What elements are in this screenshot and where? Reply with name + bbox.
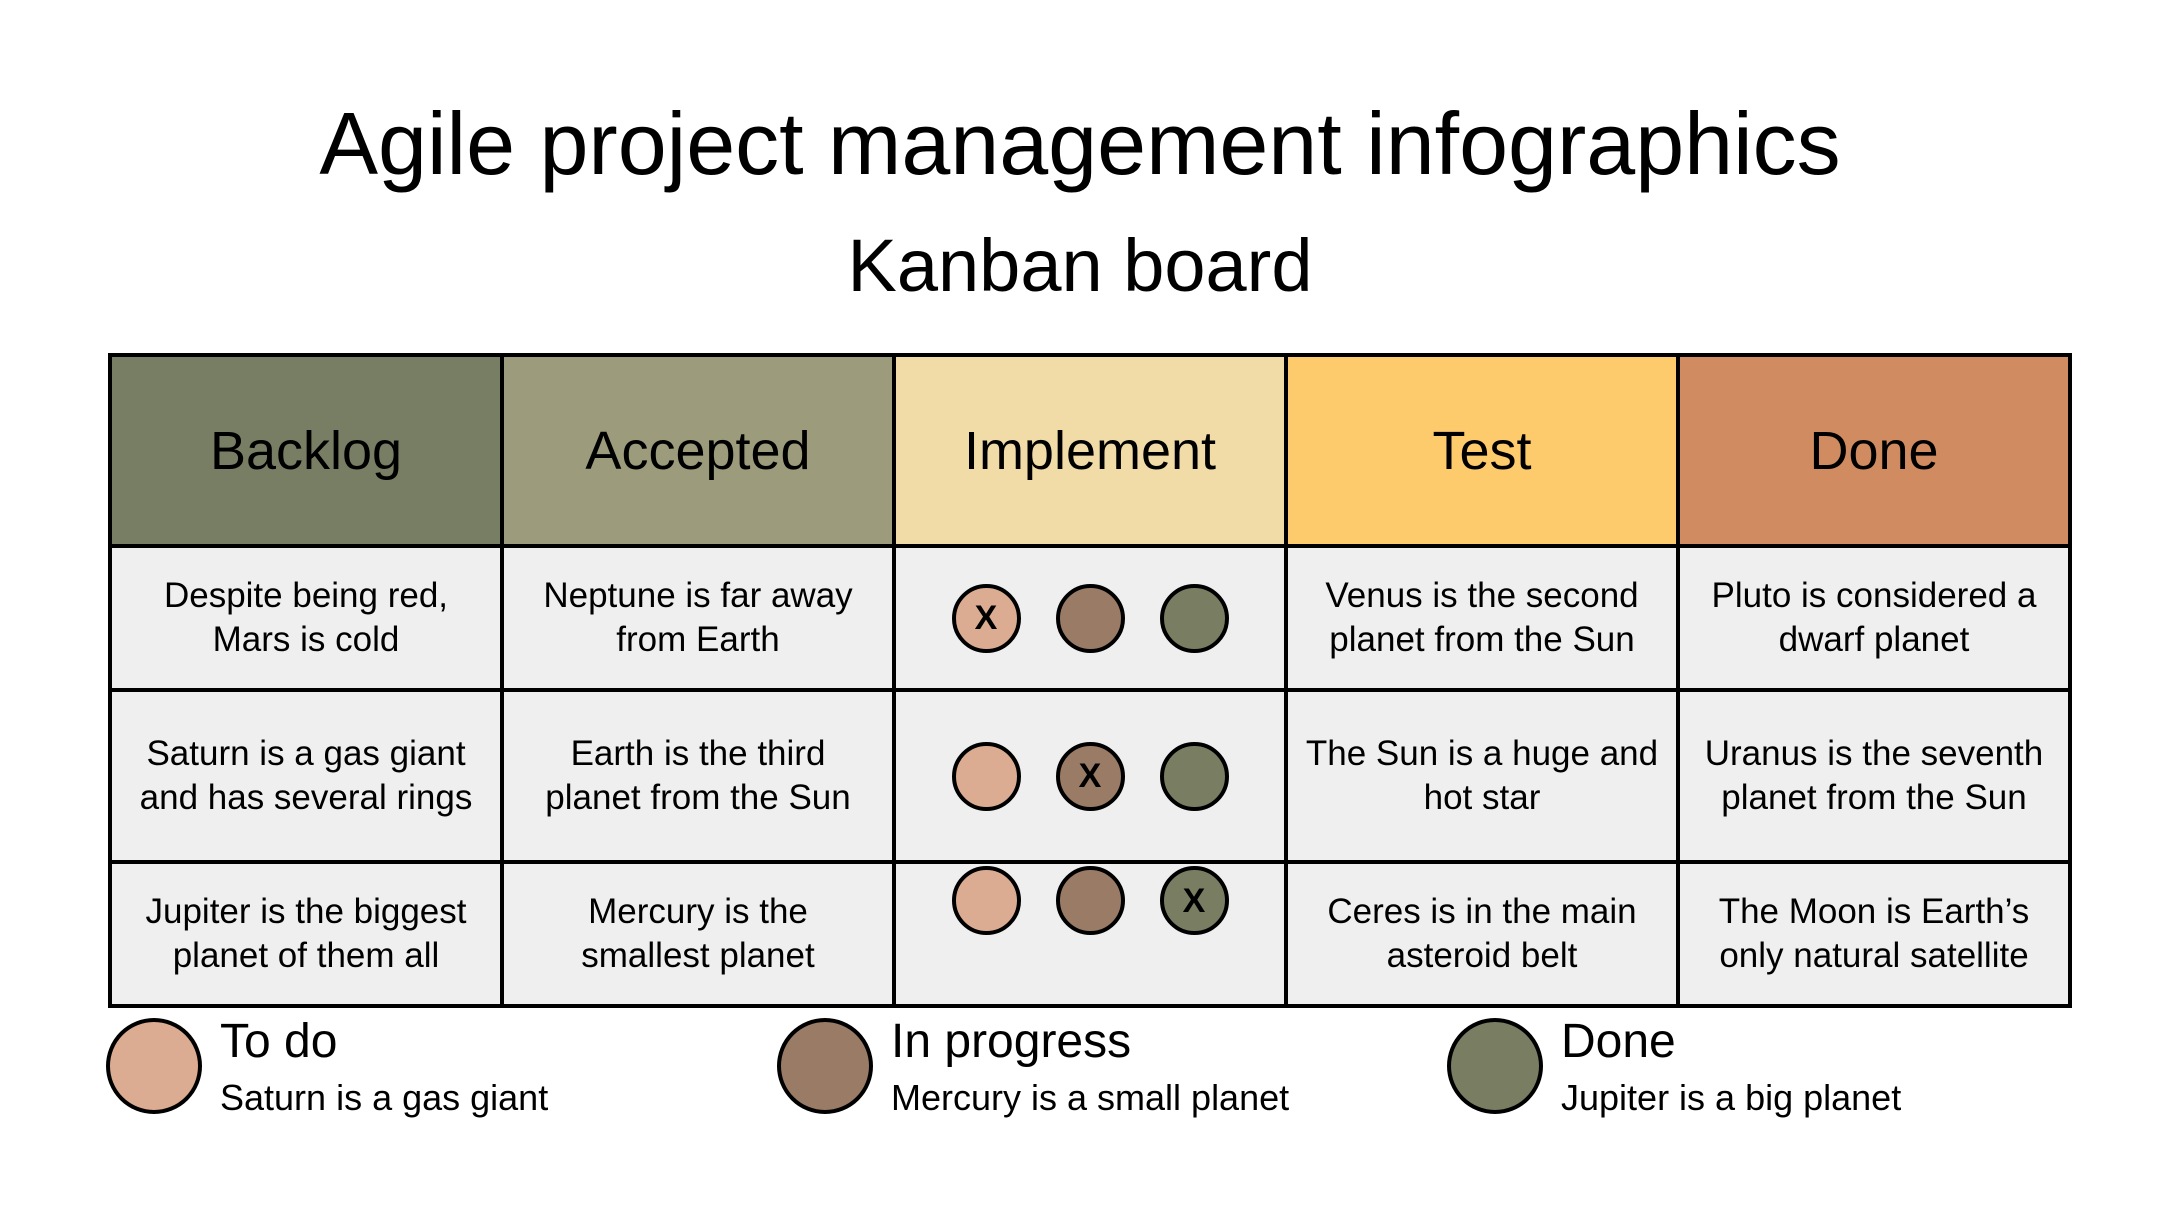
column-header-accepted: Accepted (500, 353, 896, 548)
legend-description: Saturn is a gas giant (220, 1077, 549, 1118)
card-text: Uranus is the seventh planet from the Su… (1704, 734, 2044, 817)
legend-description: Jupiter is a big planet (1561, 1077, 1902, 1118)
card-text: Mercury is the smallest planet (581, 892, 815, 975)
column-header-test: Test (1284, 353, 1680, 548)
card-text: Earth is the third planet from the Sun (545, 734, 851, 817)
column-header-backlog: Backlog (108, 353, 504, 548)
done-cell: The Moon is Earth’s only natural satelli… (1676, 860, 2072, 1008)
kanban-board: Backlog Accepted Implement Test Done Des… (108, 353, 2072, 1008)
card-text: Venus is the second planet from the Sun (1325, 576, 1639, 659)
x-mark: X (1078, 757, 1102, 795)
column-header-done: Done (1676, 353, 2072, 548)
card-text: Neptune is far away from Earth (543, 576, 853, 659)
done-legend-dot (1447, 1018, 1543, 1114)
x-mark: X (1182, 881, 1206, 920)
todo-legend-dot (106, 1018, 202, 1114)
page-title: Agile project management infographics (319, 94, 1841, 193)
test-cell: Ceres is in the main asteroid belt (1284, 860, 1680, 1008)
legend-title: In progress (891, 1015, 1132, 1068)
legend-in-progress: In progress Mercury is a small planet (777, 1015, 1290, 1120)
in-progress-legend-dot (777, 1018, 873, 1114)
implement-cell: X (892, 544, 1288, 692)
in-progress-status-dot (1055, 866, 1125, 935)
accepted-cell: Neptune is far away from Earth (500, 544, 896, 692)
legend-title: Done (1561, 1015, 1676, 1068)
in-progress-status-dot (1055, 583, 1125, 653)
board-row: Jupiter is the biggest planet of them al… (108, 860, 2072, 1008)
column-header-implement: Implement (892, 353, 1288, 548)
backlog-cell: Despite being red, Mars is cold (108, 544, 504, 692)
card-text: Jupiter is the biggest planet of them al… (145, 892, 467, 975)
legend-done: Done Jupiter is a big planet (1447, 1015, 1902, 1120)
test-cell: The Sun is a huge and hot star (1284, 688, 1680, 864)
card-text: The Sun is a huge and hot star (1305, 734, 1659, 817)
done-status-dot (1159, 741, 1229, 811)
header-row: Backlog Accepted Implement Test Done (108, 353, 2072, 548)
todo-status-dot: X (951, 583, 1021, 653)
backlog-cell: Saturn is a gas giant and has several ri… (108, 688, 504, 864)
x-mark: X (974, 599, 998, 637)
todo-status-dot (951, 866, 1021, 935)
card-text: Despite being red, Mars is cold (163, 576, 449, 659)
card-text: Pluto is considered a dwarf planet (1711, 576, 2037, 659)
todo-status-dot (951, 741, 1021, 811)
accepted-cell: Mercury is the smallest planet (500, 860, 896, 1008)
done-status-dot (1159, 583, 1229, 653)
test-cell: Venus is the second planet from the Sun (1284, 544, 1680, 692)
legend-todo: To do Saturn is a gas giant (106, 1015, 549, 1120)
done-status-dot: X (1159, 866, 1229, 935)
done-cell: Pluto is considered a dwarf planet (1676, 544, 2072, 692)
done-cell: Uranus is the seventh planet from the Su… (1676, 688, 2072, 864)
implement-cell: X (892, 688, 1288, 864)
page-subtitle: Kanban board (847, 224, 1313, 307)
legend-title: To do (220, 1015, 338, 1068)
in-progress-status-dot: X (1055, 741, 1125, 811)
accepted-cell: Earth is the third planet from the Sun (500, 688, 896, 864)
backlog-cell: Jupiter is the biggest planet of them al… (108, 860, 504, 1008)
board-row: Saturn is a gas giant and has several ri… (108, 688, 2072, 864)
board-row: Despite being red, Mars is cold Neptune … (108, 544, 2072, 692)
card-text: Ceres is in the main asteroid belt (1327, 892, 1637, 975)
implement-cell: X (892, 860, 1288, 1008)
card-text: Saturn is a gas giant and has several ri… (139, 734, 473, 817)
card-text: The Moon is Earth’s only natural satelli… (1718, 892, 2030, 975)
legend-description: Mercury is a small planet (891, 1077, 1290, 1118)
